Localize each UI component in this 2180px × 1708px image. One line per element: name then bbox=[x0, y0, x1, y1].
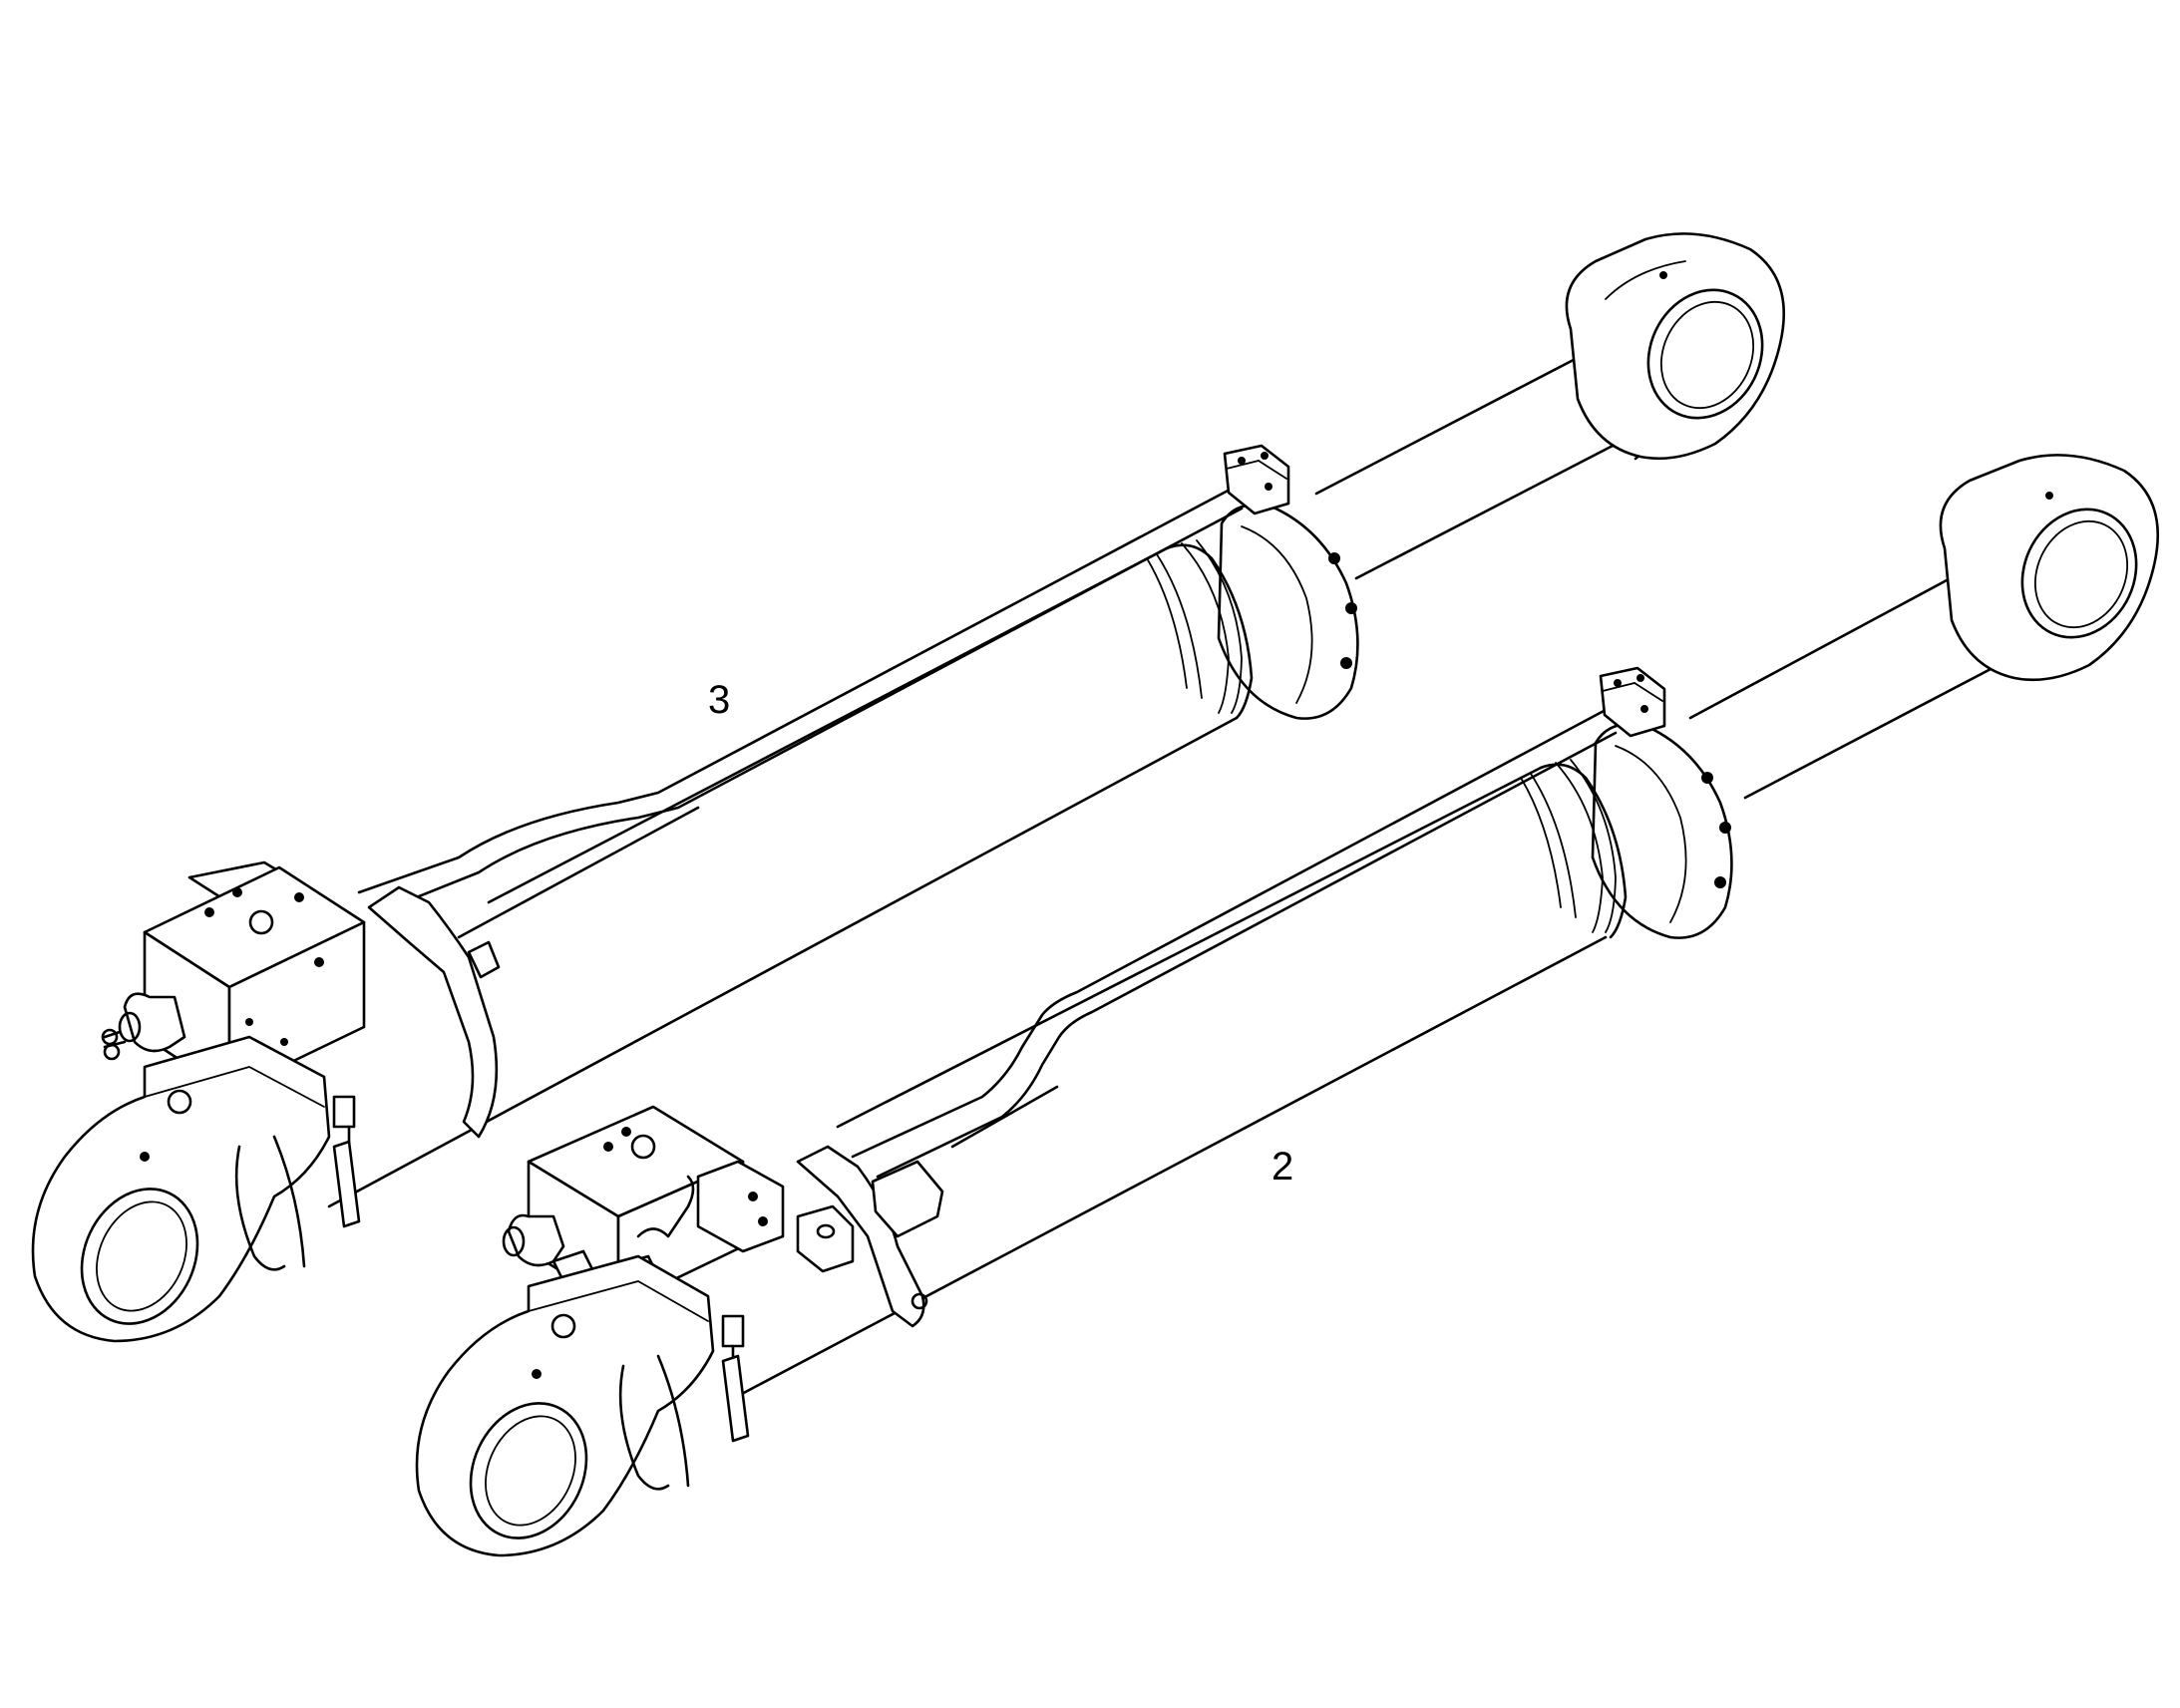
cylinder-3-clevis-eye bbox=[31, 1035, 331, 1343]
cylinder-3-tube-clamp bbox=[1223, 444, 1290, 515]
cylinder-2-bracket bbox=[796, 1145, 944, 1328]
callout-label-2: 2 bbox=[1272, 1145, 1294, 1189]
cylinder-3-tube bbox=[357, 487, 1244, 939]
cylinder-3-grease-fitting bbox=[332, 1095, 361, 1228]
cylinder-2-barrel bbox=[736, 759, 1628, 1398]
cylinder-3-barrel bbox=[327, 539, 1254, 1208]
callout-label-3: 3 bbox=[708, 678, 731, 722]
cylinder-3 bbox=[31, 232, 1786, 1343]
cylinder-3-rod-eye bbox=[1565, 232, 1786, 461]
cylinder-2-grease-fitting bbox=[721, 1314, 750, 1443]
cylinder-3-bracket bbox=[367, 885, 501, 1139]
cylinder-2-clevis-eye bbox=[415, 1254, 715, 1557]
cylinder-2-rod-eye bbox=[1939, 454, 2160, 682]
cylinder-2-tube-clamp bbox=[1599, 666, 1666, 738]
cylinder-2 bbox=[415, 454, 2160, 1557]
cylinder-2-tube bbox=[851, 708, 1618, 1179]
